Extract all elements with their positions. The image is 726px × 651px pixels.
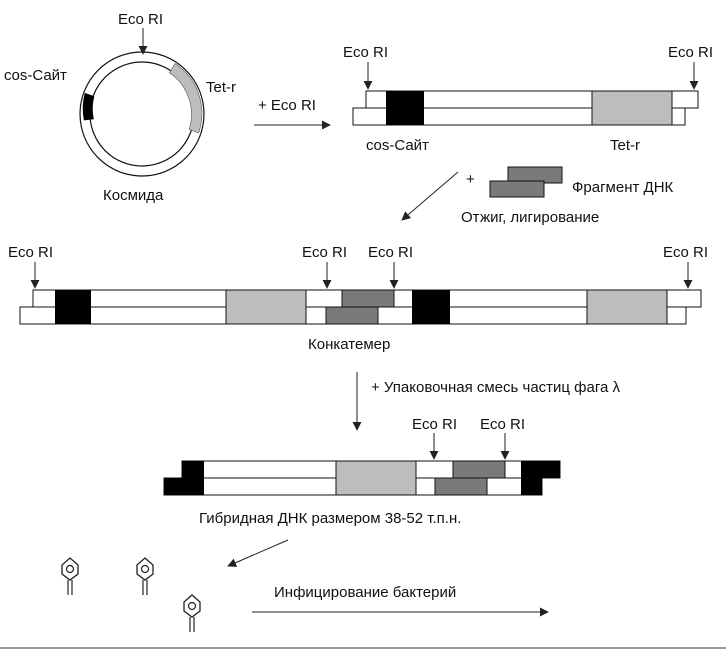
- cosmid-label: Космида: [103, 187, 164, 204]
- cosmid-ring: [79, 51, 205, 177]
- hybrid-cos-left-top: [182, 461, 204, 478]
- phage-particle-icon: [183, 594, 201, 632]
- concatemer: [19, 289, 702, 325]
- concatemer-fragment-bottom: [325, 306, 379, 325]
- cosmid-eco-ri-label: Eco RI: [118, 11, 163, 28]
- phage-particle-icon: [61, 557, 79, 595]
- hybrid-fragment-bottom: [434, 477, 488, 496]
- plus-label: +: [466, 171, 475, 188]
- linear-tet-r-block: [591, 90, 673, 126]
- hybrid-eco-ri-1-label: Eco RI: [412, 416, 457, 433]
- concatemer-cos-block-2: [412, 290, 450, 324]
- hybrid-cos-right-bottom: [521, 478, 542, 495]
- linear-tet-r-label: Tet-r: [610, 137, 640, 154]
- linear-eco-ri-left-label: Eco RI: [343, 44, 388, 61]
- concatemer-eco-ri-4-label: Eco RI: [663, 244, 708, 261]
- cosmid-cos-site-segment: [82, 92, 95, 121]
- concatemer-eco-ri-2-label: Eco RI: [302, 244, 347, 261]
- concatemer-label: Конкатемер: [308, 336, 390, 353]
- concatemer-fragment-top: [341, 289, 395, 308]
- concatemer-cos-block-1: [55, 290, 91, 324]
- hybrid-eco-ri-2-label: Eco RI: [480, 416, 525, 433]
- concatemer-eco-ri-1-label: Eco RI: [8, 244, 53, 261]
- annealing-ligation-label: Отжиг, лигирование: [461, 209, 599, 226]
- hybrid-fragment-top: [452, 460, 506, 479]
- assembly-arrow: [227, 539, 289, 567]
- hybrid-dna: [163, 460, 561, 496]
- hybrid-tet-block: [335, 460, 417, 496]
- dna-fragment-icon: [489, 166, 563, 198]
- phage-particle-icon: [136, 557, 154, 595]
- linear-cos-site-label: cos-Сайт: [366, 137, 429, 154]
- infection-label: Инфицирование бактерий: [274, 584, 456, 601]
- cosmid-tet-r-label: Tet-r: [206, 79, 236, 96]
- hybrid-cos-left-bottom: [164, 478, 204, 495]
- cosmid-cos-site-label: cos-Сайт: [4, 67, 67, 84]
- hybrid-cos-right-top: [521, 461, 560, 478]
- eco-ri-digestion-label: + Eco RI: [258, 97, 316, 114]
- dna-fragment-label: Фрагмент ДНК: [572, 179, 674, 196]
- ligation-arrow: [401, 171, 459, 221]
- linear-cos-site-block: [386, 91, 424, 125]
- cosmid-eco-ri-site: Eco RI: [118, 11, 163, 55]
- concatemer-tet-block-2: [586, 289, 668, 325]
- linear-eco-ri-right-label: Eco RI: [668, 44, 713, 61]
- concatemer-tet-block-1: [225, 289, 307, 325]
- concatemer-eco-ri-3-label: Eco RI: [368, 244, 413, 261]
- cosmid-tet-r-segment: [168, 63, 203, 134]
- linear-cosmid: [352, 90, 699, 126]
- hybrid-dna-label: Гибридная ДНК размером 38-52 т.п.н.: [199, 510, 461, 527]
- packaging-mix-label: + Упаковочная смесь частиц фага λ: [371, 379, 621, 396]
